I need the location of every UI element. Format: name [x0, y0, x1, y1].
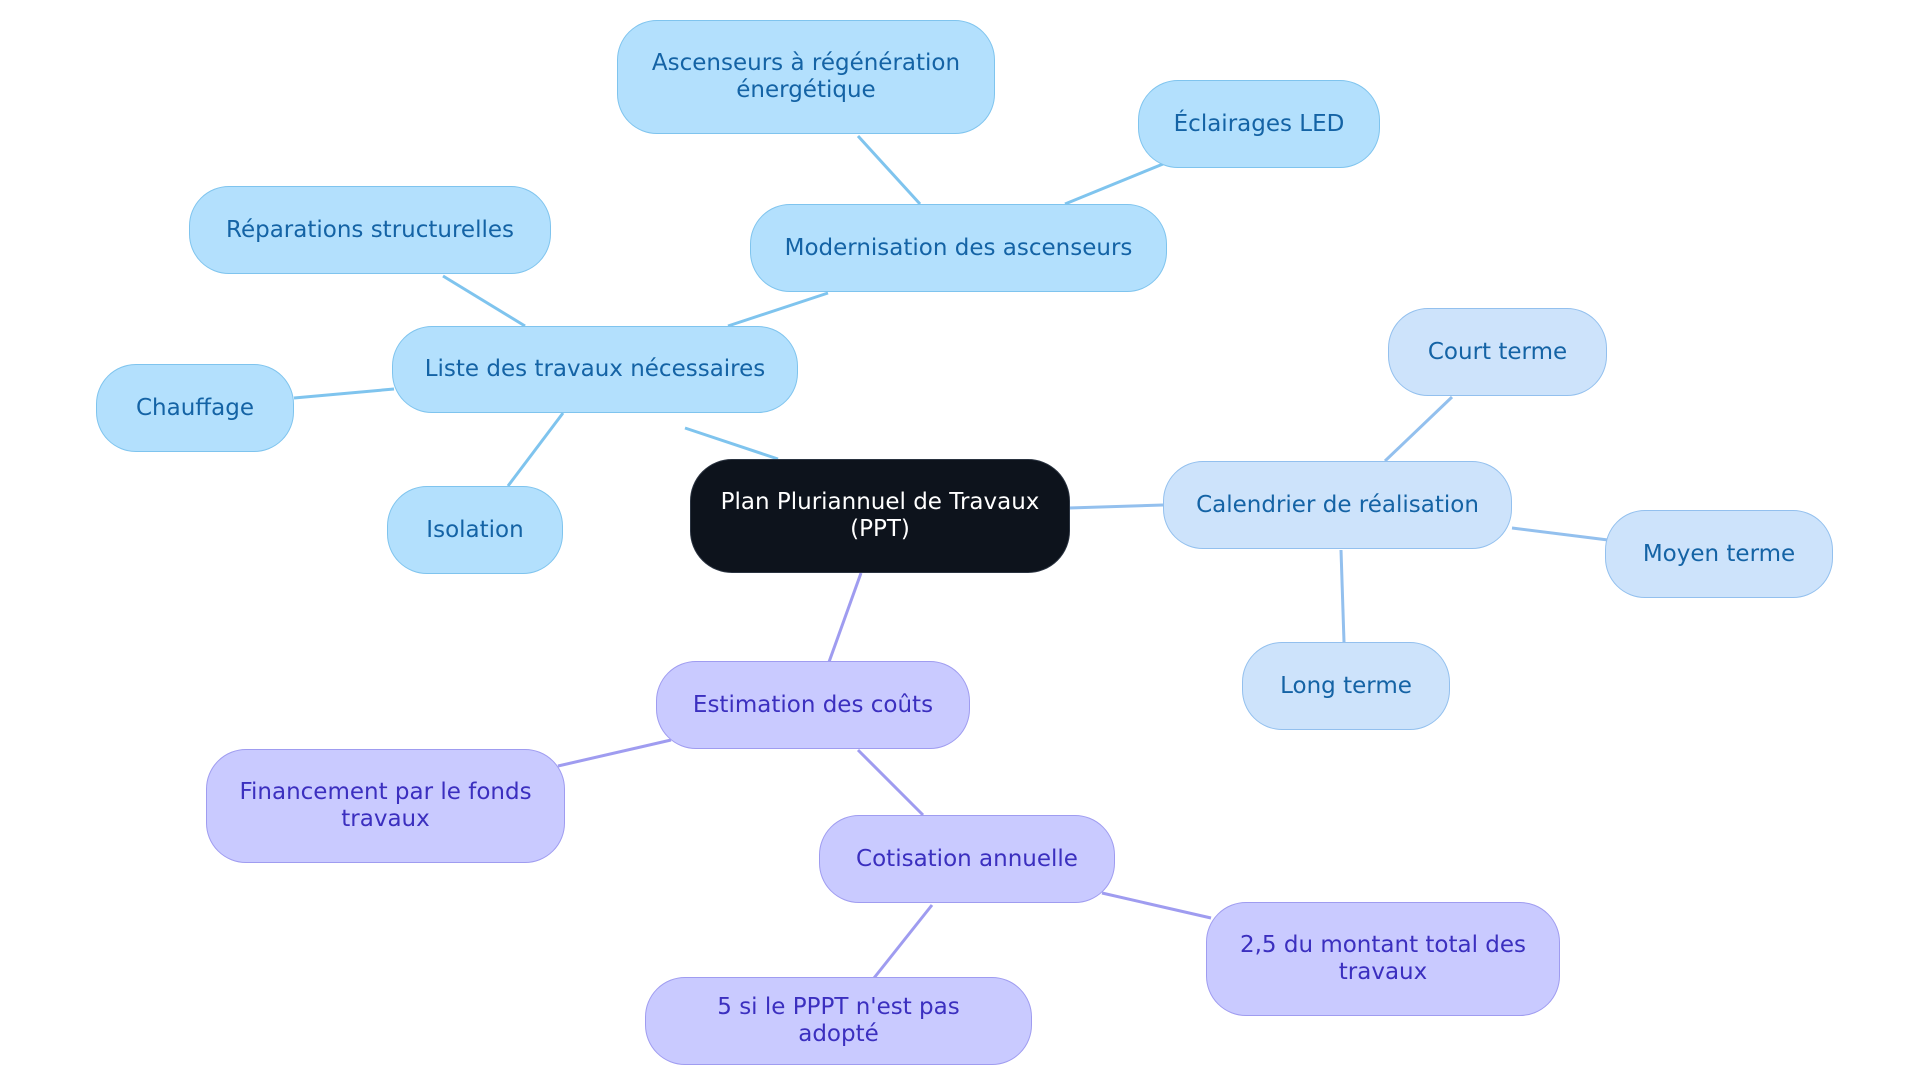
node-long-terme[interactable]: Long terme — [1242, 642, 1450, 730]
edge-couts-cotisation — [856, 748, 925, 817]
node-financement-fonds[interactable]: Financement par le fonds travaux — [206, 749, 565, 863]
edge-cotisation-pppt — [872, 904, 934, 979]
node-modernisation-ascenseurs[interactable]: Modernisation des ascenseurs — [750, 204, 1167, 292]
node-moyen-terme[interactable]: Moyen terme — [1605, 510, 1833, 598]
edge-root-calendrier — [1068, 503, 1164, 510]
node-estimation-couts[interactable]: Estimation des coûts — [656, 661, 970, 749]
edge-calendrier-long — [1339, 549, 1346, 643]
node-pppt-non-adopte[interactable]: 5 si le PPPT n'est pas adopté — [645, 977, 1032, 1065]
edge-couts-financement — [557, 738, 672, 768]
edge-modernisation-eclairages — [1064, 162, 1164, 206]
edge-travaux-reparations — [442, 274, 526, 328]
node-cotisation-annuelle[interactable]: Cotisation annuelle — [819, 815, 1115, 903]
edge-travaux-modernisation — [727, 291, 829, 328]
node-liste-travaux[interactable]: Liste des travaux nécessaires — [392, 326, 798, 413]
edge-calendrier-moyen — [1511, 526, 1609, 542]
node-calendrier-realisation[interactable]: Calendrier de réalisation — [1163, 461, 1512, 549]
node-court-terme[interactable]: Court terme — [1388, 308, 1607, 396]
node-eclairages-led[interactable]: Éclairages LED — [1138, 80, 1380, 168]
edge-modernisation-ascenseurs — [856, 134, 922, 206]
edge-travaux-isolation — [506, 412, 565, 487]
node-montant-total[interactable]: 2,5 du montant total des travaux — [1206, 902, 1560, 1016]
root-node[interactable]: Plan Pluriannuel de Travaux (PPT) — [690, 459, 1070, 573]
node-isolation[interactable]: Isolation — [387, 486, 563, 574]
edge-calendrier-court — [1383, 395, 1454, 463]
edge-travaux-chauffage — [293, 387, 395, 400]
edge-root-travaux — [684, 426, 779, 461]
edge-cotisation-montant — [1101, 891, 1212, 920]
node-chauffage[interactable]: Chauffage — [96, 364, 294, 452]
edge-root-couts — [827, 572, 863, 663]
node-reparations-structurelles[interactable]: Réparations structurelles — [189, 186, 551, 274]
node-ascenseurs-regeneration[interactable]: Ascenseurs à régénération énergétique — [617, 20, 995, 134]
